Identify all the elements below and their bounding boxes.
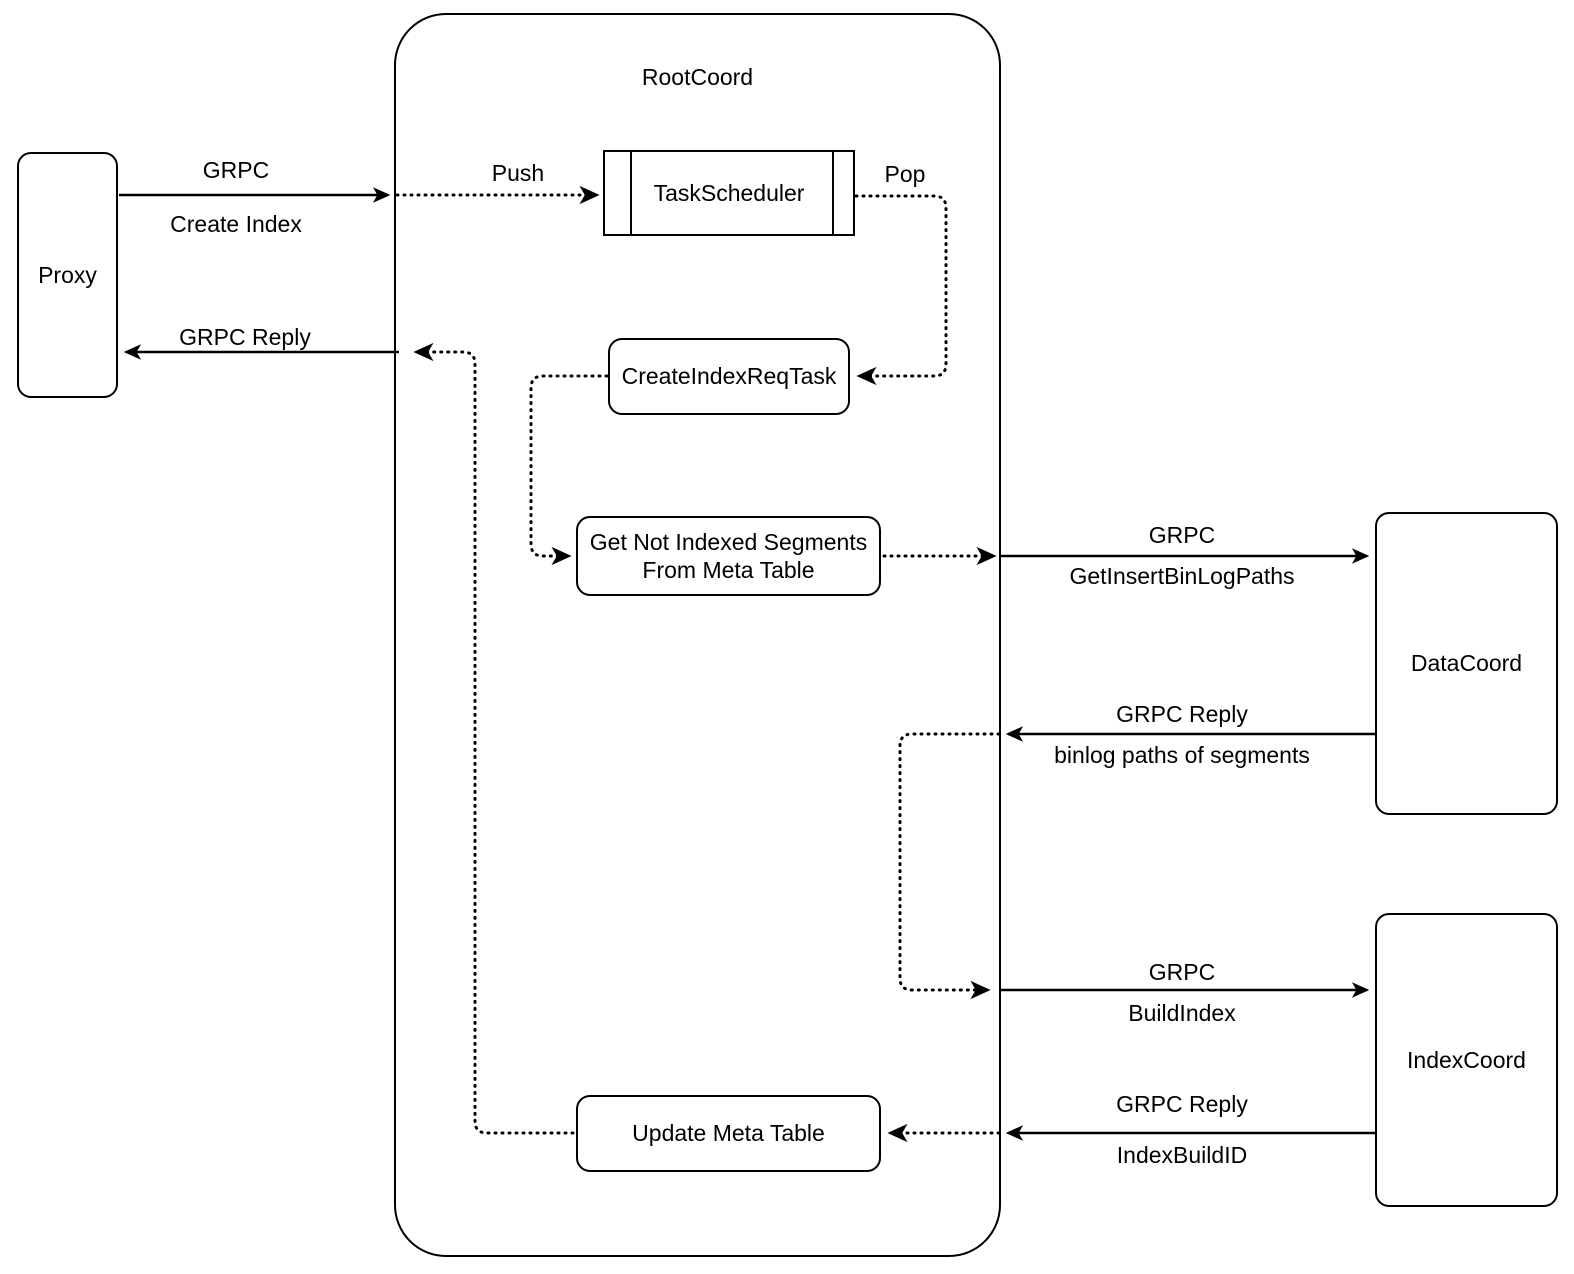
node-task-scheduler[interactable]: TaskScheduler <box>603 150 855 236</box>
node-indexcoord-label: IndexCoord <box>1407 1046 1526 1073</box>
edge-label-pop: Pop <box>884 161 926 187</box>
node-indexcoord[interactable]: IndexCoord <box>1375 913 1558 1207</box>
node-datacoord[interactable]: DataCoord <box>1375 512 1558 815</box>
node-update-meta-table-label: Update Meta Table <box>632 1120 825 1147</box>
node-update-meta-table[interactable]: Update Meta Table <box>576 1095 881 1172</box>
group-rootcoord-title: RootCoord <box>641 64 754 90</box>
node-task-scheduler-label: TaskScheduler <box>653 179 805 206</box>
edge-label-datacoord-grpc: GRPC <box>1148 522 1216 548</box>
edge-label-indexcoord-grpc-reply: GRPC Reply <box>1116 1091 1248 1117</box>
node-datacoord-label: DataCoord <box>1410 650 1523 677</box>
edge-label-grpc-reply-to-proxy: GRPC Reply <box>179 324 311 350</box>
group-rootcoord <box>394 13 1001 1257</box>
node-get-not-indexed-segments-line2: From Meta Table <box>642 557 815 583</box>
node-get-not-indexed-segments[interactable]: Get Not Indexed Segments From Meta Table <box>576 516 881 596</box>
node-create-index-req-task[interactable]: CreateIndexReqTask <box>608 338 850 415</box>
edge-label-push: Push <box>491 160 545 186</box>
edge-label-indexcoord-buildindex: BuildIndex <box>1128 1000 1236 1026</box>
node-proxy[interactable]: Proxy <box>17 152 118 398</box>
node-create-index-req-task-label: CreateIndexReqTask <box>621 363 837 390</box>
edge-label-binlog-paths-of-segments: binlog paths of segments <box>1054 742 1310 768</box>
node-get-not-indexed-segments-line1: Get Not Indexed Segments <box>589 528 868 555</box>
edge-label-indexcoord-grpc: GRPC <box>1148 959 1216 985</box>
edge-label-datacoord-grpc-reply: GRPC Reply <box>1116 701 1248 727</box>
edge-label-grpc-create-index-top: GRPC <box>202 157 270 183</box>
queue-divider-right <box>832 152 834 234</box>
node-get-not-indexed-segments-text: Get Not Indexed Segments From Meta Table <box>590 528 867 584</box>
edge-label-grpc-create-index-bottom: Create Index <box>170 211 302 237</box>
edge-label-datacoord-getinsertbinlogpaths: GetInsertBinLogPaths <box>1069 563 1295 589</box>
edge-label-indexbuildid: IndexBuildID <box>1116 1142 1248 1168</box>
queue-divider-left <box>630 152 632 234</box>
node-proxy-label: Proxy <box>38 261 97 288</box>
